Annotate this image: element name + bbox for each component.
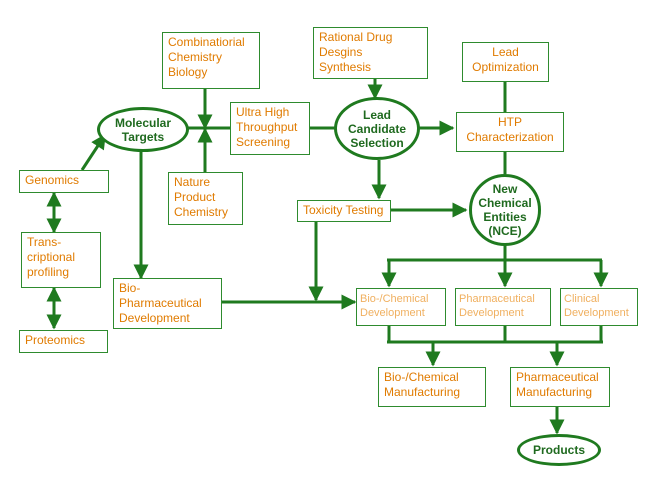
node-combinatorial-chemistry: Combinatiorial Chemistry Biology: [162, 32, 260, 89]
node-products: Products: [517, 434, 601, 466]
arrow-genomics-to-targets: [80, 133, 107, 171]
node-genomics: Genomics: [19, 170, 109, 193]
node-transcriptional-profiling: Trans- criptional profiling: [21, 232, 101, 288]
node-pharmaceutical-development: Pharmaceutical Development: [455, 288, 551, 326]
node-proteomics: Proteomics: [19, 330, 108, 353]
node-toxicity-testing: Toxicity Testing: [297, 200, 391, 222]
node-lead-candidate-selection: Lead Candidate Selection: [334, 97, 420, 160]
node-molecular-targets: Molecular Targets: [97, 107, 189, 152]
node-bio-chemical-manufacturing: Bio-/Chemical Manufacturing: [378, 367, 486, 407]
node-clinical-development: Clinical Development: [560, 288, 638, 326]
node-pharmaceutical-manufacturing: Pharmaceutical Manufacturing: [510, 367, 610, 407]
node-new-chemical-entities: New Chemical Entities (NCE): [469, 174, 541, 246]
node-rational-drug-design: Rational Drug Desgins Synthesis: [313, 27, 428, 79]
node-nature-product-chemistry: Nature Product Chemistry: [168, 172, 243, 225]
node-bio-pharmaceutical-development: Bio- Pharmaceutical Development: [113, 278, 222, 329]
node-bio-chemical-development: Bio-/Chemical Development: [356, 288, 446, 326]
node-lead-optimization: Lead Optimization: [462, 42, 549, 82]
node-ultra-high-throughput-screening: Ultra High Throughput Screening: [230, 102, 310, 155]
node-htp-characterization: HTP Characterization: [456, 112, 564, 152]
